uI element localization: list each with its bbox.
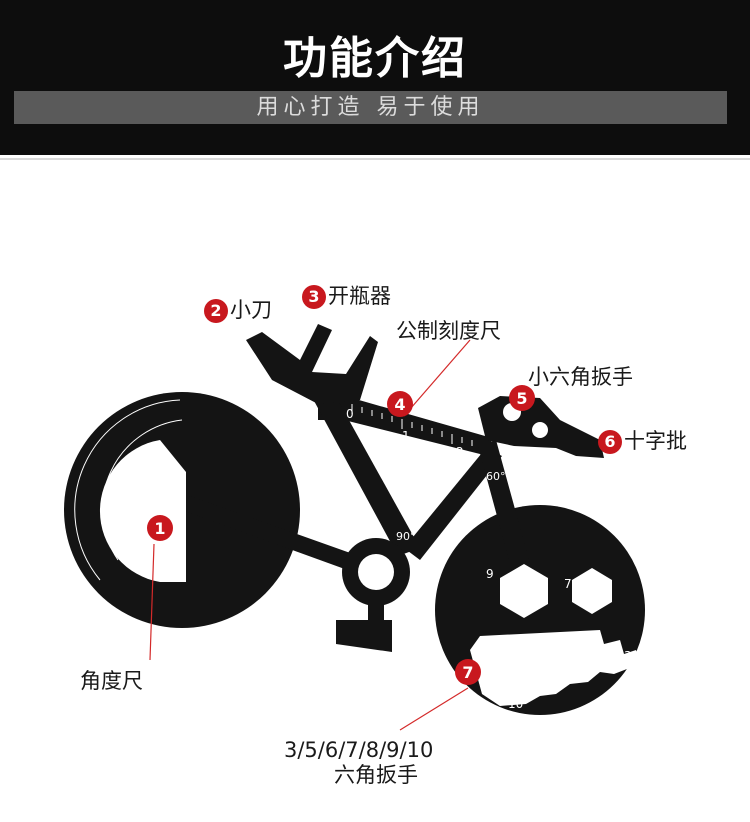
feature-knife-text: 小刀 [230,298,272,322]
ruler-ticks [351,404,473,446]
mark-hex-7: 7 [564,577,572,591]
mark-hex-3: 3 [624,649,632,663]
mark-ruler-0: 0 [346,407,354,421]
badge-7-text: 7 [462,663,473,682]
header-divider [0,158,750,160]
mark-90: 90° [396,530,416,543]
down-tube [404,448,502,560]
feature-ruler-label: 公制刻度尺 [396,318,501,344]
feature-bottle-opener-text: 开瓶器 [328,284,391,308]
feature-protractor-label: 角度尺 [80,668,143,694]
page-subtitle: 用心打造 易于使用 [256,95,485,120]
mark-ruler-1: 1 [402,429,410,443]
mark-30: 30° [298,404,318,417]
badge-1-text: 1 [154,519,165,538]
mark-hex-8: 8 [548,681,556,695]
chain-stay [182,496,370,576]
leader-lines [149,339,471,731]
badge-6: 6 [598,430,622,454]
header-banner: 功能介绍 用心打造 易于使用 [0,0,750,155]
page-title: 功能介绍 [283,33,467,84]
mark-hex-10: 10 [508,697,523,711]
mark-hex-5: 5 [604,659,612,673]
mark-60: 60° [486,470,506,483]
step-key-cutout [470,630,640,706]
pedal-hole [358,554,394,590]
protractor-scale [74,399,183,581]
mark-hex-9: 9 [486,567,494,581]
feature-screwdriver-text: 十字批 [624,429,687,453]
badge-4-text: 4 [394,395,405,414]
feature-small-hex-label: 小六角扳手 [528,364,633,390]
pedal-plate [336,620,392,652]
small-hex-2 [532,422,548,438]
badge-3: 3 [302,285,326,309]
on-tool-badges: 1 4 5 7 [147,385,535,685]
badge-2: 2 [204,299,228,323]
feature-ruler-text: 公制刻度尺 [396,319,501,343]
mark-ruler-2: 2 [456,445,464,459]
saddle-knife [246,324,378,404]
subtitle-bar: 用心打造 易于使用 [14,91,727,124]
seat-tube [306,386,420,556]
hex-socket-large [500,564,548,618]
feature-protractor-text: 角度尺 [80,669,143,693]
pedal-arm [368,580,384,632]
feature-hex-wrench-label: 六角扳手 [334,763,418,787]
feature-hex-wrench-sizes: 3/5/6/7/8/9/10 [284,738,434,762]
badge-5-text: 5 [516,389,527,408]
mark-hex-6: 6 [580,671,588,685]
feature-small-hex-text: 小六角扳手 [528,365,633,389]
bicycle-multitool-illustration: 30° 60° 90° 0 1 2 9 7 3 5 6 8 10 1 4 5 7 [64,324,645,731]
protractor-cutout [99,440,186,582]
hex-socket-medium [572,568,612,614]
